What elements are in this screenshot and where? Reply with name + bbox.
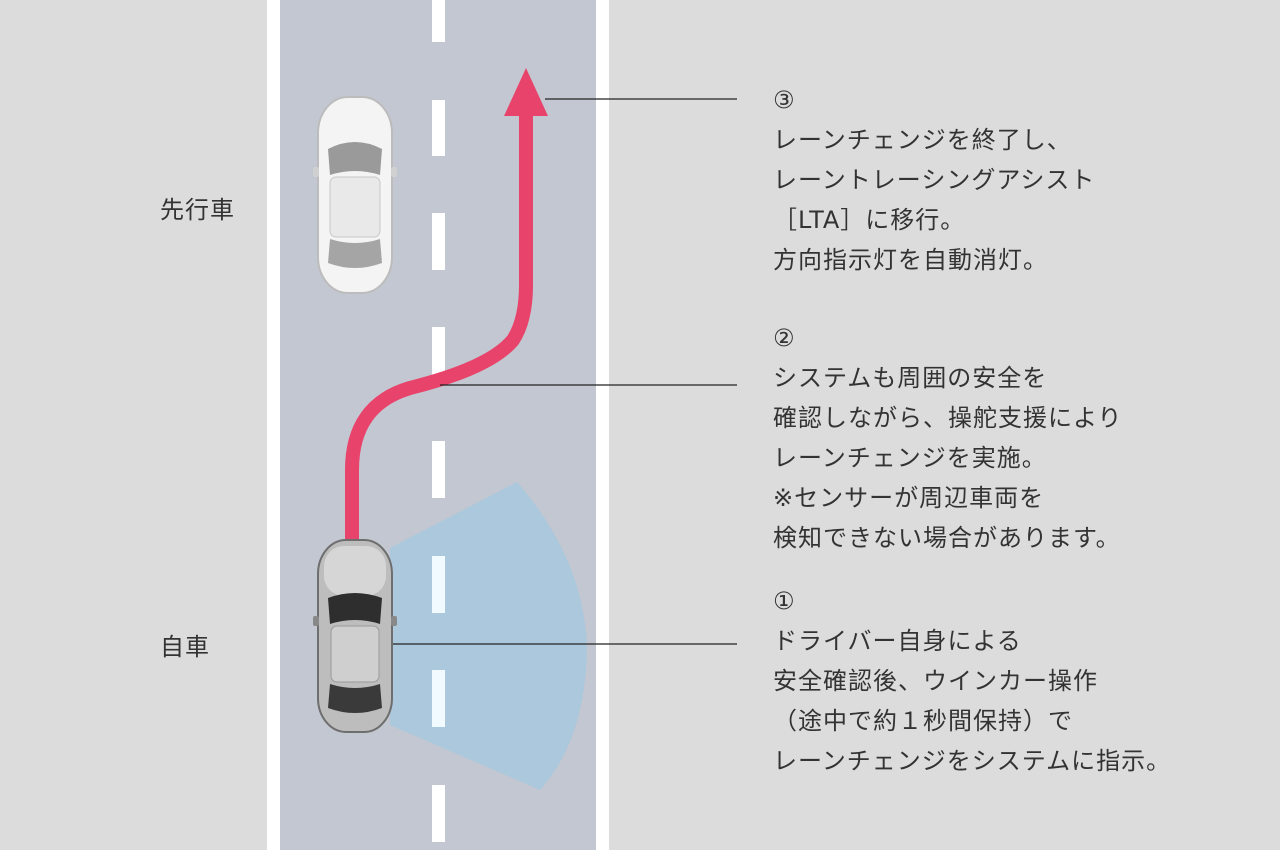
lane-change-path bbox=[345, 110, 533, 545]
note-line: （途中で約１秒間保持）で bbox=[773, 707, 1073, 735]
path-arrowhead bbox=[504, 68, 548, 116]
step-number: ① bbox=[773, 587, 796, 615]
note-line: レーントレーシングアシスト bbox=[773, 166, 1096, 194]
road-edge-left bbox=[267, 0, 280, 850]
note-line: 方向指示灯を自動消灯。 bbox=[773, 246, 1048, 274]
note-line: ［LTA］に移行。 bbox=[773, 206, 966, 234]
note-step-3: ③ レーンチェンジを終了し、 レーントレーシングアシスト ［LTA］に移行。 方… bbox=[773, 80, 1095, 280]
road-edge-right bbox=[596, 0, 609, 850]
note-line: 安全確認後、ウインカー操作 bbox=[773, 667, 1098, 695]
note-line: レーンチェンジをシステムに指示。 bbox=[773, 747, 1172, 775]
note-line: ドライバー自身による bbox=[773, 627, 1022, 655]
note-line: 確認しながら、操舵支援により bbox=[773, 404, 1123, 432]
note-line: ※センサーが周辺車両を bbox=[773, 484, 1045, 512]
note-line: システムも周囲の安全を bbox=[773, 364, 1048, 392]
own-vehicle-label: 自車 bbox=[160, 633, 210, 661]
note-line: 検知できない場合があります。 bbox=[773, 524, 1121, 552]
note-line: レーンチェンジを終了し、 bbox=[773, 126, 1072, 154]
lead-vehicle-label: 先行車 bbox=[160, 196, 235, 224]
note-step-2: ② システムも周囲の安全を 確認しながら、操舵支援により レーンチェンジを実施。… bbox=[773, 318, 1123, 558]
own-vehicle bbox=[313, 539, 397, 733]
step-number: ② bbox=[773, 324, 796, 352]
note-line: レーンチェンジを実施。 bbox=[773, 444, 1047, 472]
tinted-lane-dashes bbox=[432, 556, 445, 727]
note-step-1: ① ドライバー自身による 安全確認後、ウインカー操作 （途中で約１秒間保持）で … bbox=[773, 581, 1171, 781]
step-number: ③ bbox=[773, 86, 796, 114]
lead-vehicle bbox=[313, 96, 397, 294]
